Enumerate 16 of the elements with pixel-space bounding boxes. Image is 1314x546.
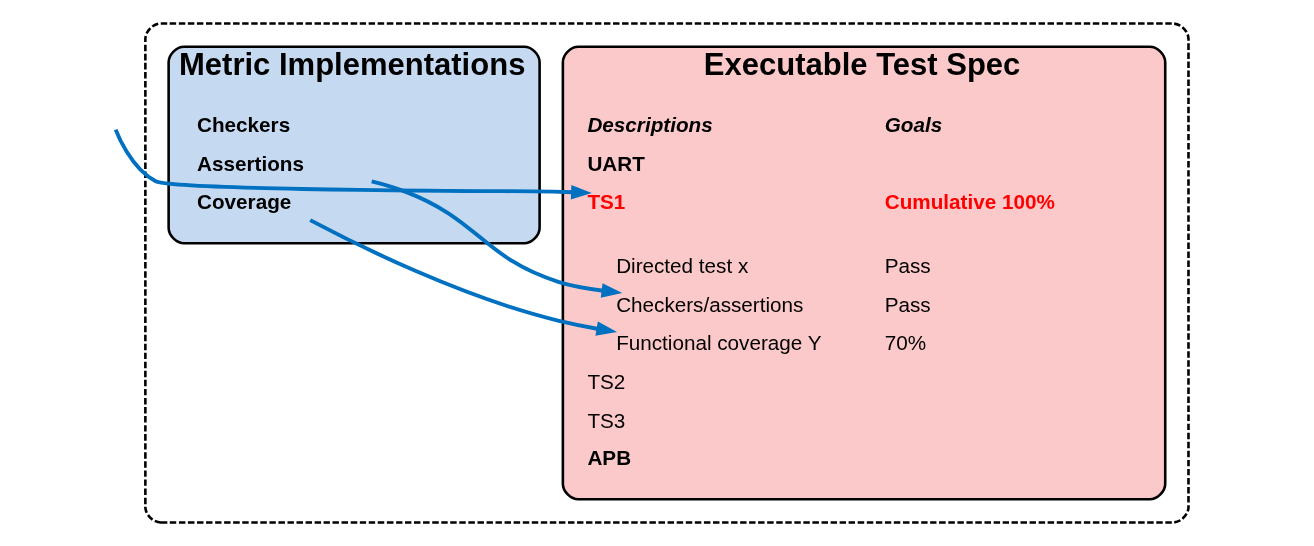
node-text: Descriptions Goals	[587, 112, 943, 136]
arrow	[113, 128, 592, 200]
node-text: TS2	[587, 370, 626, 394]
node-text: UART	[587, 151, 645, 175]
node-text: APB	[587, 446, 632, 470]
arrow	[309, 218, 618, 336]
node-text: Functional coverage Y 70%	[616, 331, 927, 355]
arrow	[371, 179, 623, 298]
node-text: TS3	[587, 408, 626, 432]
node-text: Coverage	[197, 190, 292, 214]
node-text: Checkers/assertions Pass	[616, 292, 931, 316]
node-text: Checkers	[197, 112, 291, 136]
node-text: Directed test x Pass	[616, 253, 931, 277]
cluster	[144, 22, 1190, 524]
node-text: Assertions	[197, 151, 304, 175]
node-text: TS1 Cumulative 100%	[587, 190, 1055, 214]
